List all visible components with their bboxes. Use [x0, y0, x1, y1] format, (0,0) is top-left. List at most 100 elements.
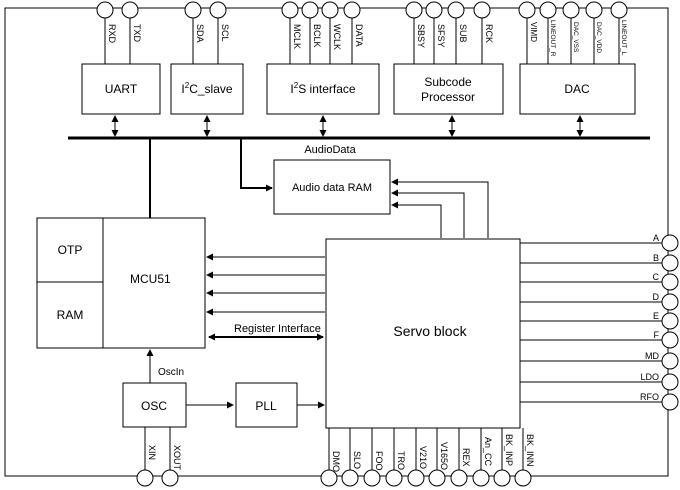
- pin-label-md: MD: [645, 351, 659, 361]
- pin-sda[interactable]: SDA: [184, 1, 205, 64]
- i2s-interface-block[interactable]: [266, 63, 380, 115]
- pin-v21o[interactable]: V21O: [407, 428, 428, 487]
- pin-b[interactable]: B: [520, 253, 679, 272]
- top-pins: RXD TXD SDA SCL MCLK BCLK WCLK DATA SBSY…: [96, 1, 628, 64]
- pin-mclk[interactable]: MCLK: [281, 1, 302, 64]
- pin-c[interactable]: C: [520, 272, 679, 291]
- uart-block[interactable]: [81, 63, 161, 115]
- pin-label-v21o: V21O: [418, 446, 428, 469]
- pin-a[interactable]: A: [520, 233, 679, 252]
- pll-block[interactable]: [235, 382, 298, 428]
- pin-label-b: B: [653, 253, 659, 263]
- pin-rxd[interactable]: RXD: [96, 1, 117, 64]
- audio-data-ram-label: Audio data RAM: [292, 182, 372, 194]
- pin-md[interactable]: MD: [520, 351, 679, 370]
- osc-in-label: OscIn: [158, 367, 184, 378]
- pin-lineout-r[interactable]: LINEOUT_R: [539, 1, 557, 64]
- pin-label-lineout-r: LINEOUT_R: [549, 20, 556, 57]
- pin-ldo[interactable]: LDO: [520, 372, 679, 391]
- pin-label-xout: XOUT: [172, 445, 182, 471]
- pin-xout[interactable]: XOUT: [161, 427, 182, 487]
- audio-data-ram-block[interactable]: [273, 159, 391, 215]
- bottom-servo-pins: DMO SLO FOO TRO V21O V165O REX An_CC BK_…: [320, 428, 535, 487]
- register-interface-label: Register Interface: [234, 323, 321, 335]
- pin-d[interactable]: D: [520, 292, 679, 311]
- pin-label-dac-vss: DAC_VSS: [572, 22, 579, 53]
- pin-data[interactable]: DATA: [343, 1, 364, 64]
- dac-block[interactable]: [519, 63, 636, 115]
- dac-label: DAC: [564, 82, 590, 96]
- pin-label-f: F: [654, 330, 660, 340]
- pll-label: PLL: [255, 399, 277, 413]
- pin-label-tro: TRO: [396, 451, 406, 470]
- pin-lineout-l[interactable]: LINEOUT_L: [610, 1, 628, 64]
- pin-foo[interactable]: FOO: [363, 428, 384, 487]
- pin-label-scl: SCL: [220, 24, 230, 42]
- osc-block[interactable]: [122, 382, 187, 428]
- pin-label-ldo: LDO: [640, 372, 659, 382]
- pin-xin[interactable]: XIN: [136, 427, 157, 487]
- subcode-processor-label-line1: Subcode: [424, 75, 472, 89]
- pin-e[interactable]: E: [520, 311, 679, 330]
- pin-label-v165o: V165O: [439, 442, 449, 470]
- pin-label-rex: REX: [461, 448, 471, 467]
- pin-dmo[interactable]: DMO: [320, 428, 341, 487]
- pin-slo[interactable]: SLO: [341, 428, 362, 487]
- ram-label: RAM: [57, 308, 84, 322]
- pin-label-a: A: [653, 233, 659, 243]
- pin-label-rfo: RFO: [640, 392, 659, 402]
- i2c-slave-label: I2C_slave: [181, 81, 232, 96]
- osc-label: OSC: [141, 399, 167, 413]
- pin-label-d: D: [653, 292, 660, 302]
- pin-an-cc[interactable]: An_CC: [472, 428, 493, 487]
- otp-label: OTP: [58, 243, 83, 257]
- bus-connectors: [111, 115, 584, 137]
- pin-sbsy[interactable]: SBSY: [405, 1, 426, 64]
- subcode-processor-label-line2: Processor: [421, 90, 475, 104]
- pin-txd[interactable]: TXD: [121, 1, 142, 64]
- pin-wclk[interactable]: WCLK: [321, 1, 342, 64]
- uart-label: UART: [105, 82, 138, 96]
- pin-label-txd: TXD: [132, 24, 142, 43]
- pin-label-bclk: BCLK: [312, 24, 322, 48]
- pin-label-bk-inp: BK_INP: [504, 434, 514, 466]
- pin-bk-inp[interactable]: BK_INP: [493, 428, 514, 487]
- pin-label-wclk: WCLK: [332, 24, 342, 50]
- pin-v165o[interactable]: V165O: [428, 428, 449, 487]
- i2c-slave-block[interactable]: [170, 63, 244, 115]
- pin-label-lineout-l: LINEOUT_L: [620, 20, 627, 56]
- pin-f[interactable]: F: [520, 330, 679, 349]
- pin-vimd[interactable]: VIMD: [518, 1, 538, 64]
- pin-label-an-cc: An_CC: [483, 437, 493, 467]
- pin-label-vimd: VIMD: [529, 22, 538, 42]
- pin-dac-vdd[interactable]: DAC_VDD: [585, 1, 603, 64]
- subcode-processor-block[interactable]: [393, 63, 504, 115]
- pin-sfsy[interactable]: SFSY: [425, 1, 446, 64]
- pin-label-rck: RCK: [484, 24, 494, 43]
- servo-to-mcu-arrows: [206, 253, 325, 316]
- pin-label-data: DATA: [354, 24, 364, 47]
- pin-label-bk-inn: BK_INN: [525, 434, 535, 467]
- bottom-left-pins: XIN XOUT: [136, 427, 182, 487]
- pin-scl[interactable]: SCL: [209, 1, 230, 64]
- pin-tro[interactable]: TRO: [385, 428, 406, 487]
- pin-bk-inn[interactable]: BK_INN: [514, 428, 535, 487]
- pin-label-sbsy: SBSY: [416, 24, 426, 48]
- pin-rck[interactable]: RCK: [473, 1, 494, 64]
- audio-data-label: AudioData: [304, 144, 356, 156]
- pin-rfo[interactable]: RFO: [520, 392, 679, 411]
- pin-label-dmo: DMO: [331, 451, 341, 472]
- pin-label-c: C: [653, 272, 660, 282]
- pin-sub[interactable]: SUB: [447, 1, 468, 64]
- servo-to-ram-arrows: [391, 178, 489, 238]
- mcu51-block[interactable]: [102, 217, 206, 349]
- pin-rex[interactable]: REX: [450, 428, 471, 487]
- otp-block[interactable]: [36, 217, 104, 283]
- pin-label-xin: XIN: [147, 445, 157, 460]
- ram-block[interactable]: [36, 281, 104, 349]
- pin-dac-vss[interactable]: DAC_VSS: [562, 1, 580, 64]
- pin-bclk[interactable]: BCLK: [301, 1, 322, 64]
- audio-data-path: [240, 138, 273, 192]
- servo-block[interactable]: [325, 238, 521, 429]
